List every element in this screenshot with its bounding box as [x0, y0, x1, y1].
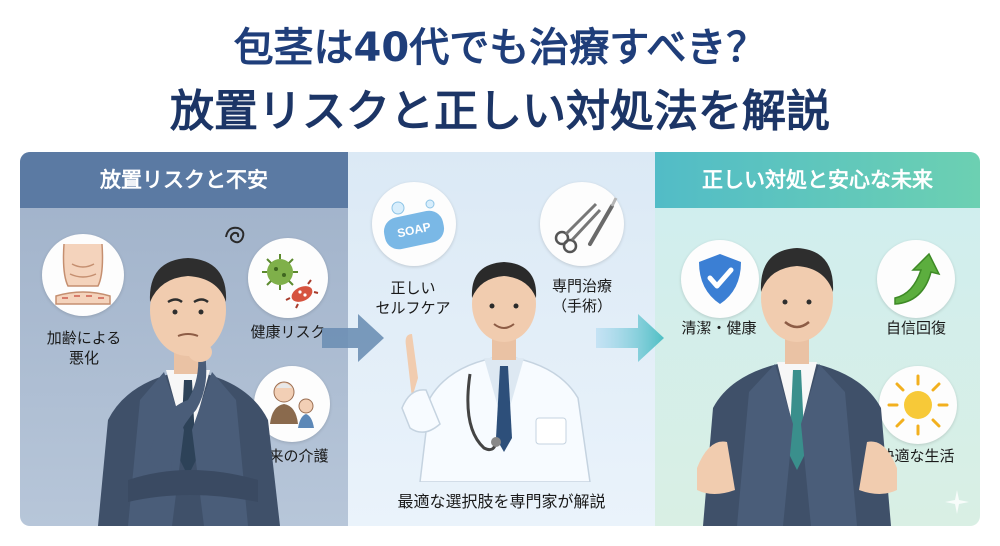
doctor-figure: [401, 262, 591, 482]
aging-neck-icon: [42, 234, 124, 316]
sparkle-icon: [945, 490, 969, 514]
middle-caption: 最適な選択肢を専門家が解説: [397, 492, 606, 511]
title-line-2: 放置リスクと正しい対処法を解説: [170, 86, 830, 137]
future-panel: 正しい対処と安心な未来 清潔・健康 自信回復 快適な生活: [655, 152, 980, 526]
benefit-label-comfort: 快適な生活: [879, 447, 955, 465]
option-label-surgery: 専門治療 （手術）: [551, 277, 612, 315]
future-panel-heading: 正しい対処と安心な未来: [655, 152, 980, 208]
up-arrow-icon: [877, 240, 955, 318]
benefit-label-clean: 清潔・健康: [681, 319, 757, 337]
benefit-label-confidence: 自信回復: [885, 319, 946, 337]
soap-text: SOAP: [396, 220, 432, 241]
option-label-selfcare: 正しい セルフケア: [375, 279, 451, 317]
arrow-right-icon: [322, 314, 384, 362]
sun-icon: [879, 366, 957, 444]
surgical-tools-icon: [540, 182, 624, 266]
risk-panel: 放置リスクと不安 加齢による 悪化 健康リスク 将来の介護: [20, 152, 348, 526]
caregiving-icon: [254, 366, 330, 442]
worry-scribble-icon: [225, 226, 245, 244]
worried-man-figure: [98, 258, 280, 526]
risk-label-health: 健康リスク: [250, 323, 326, 341]
shield-check-icon: [681, 240, 759, 318]
confident-man-figure: [697, 248, 897, 526]
soap-icon: SOAP: [372, 182, 456, 266]
risk-panel-heading: 放置リスクと不安: [20, 152, 348, 208]
title-line-1: 包茎は40代でも治療すべき？: [233, 25, 767, 71]
arrow-right-icon-2: [596, 314, 664, 362]
germs-icon: [248, 238, 328, 318]
risk-label-aging: 加齢による 悪化: [46, 329, 122, 367]
